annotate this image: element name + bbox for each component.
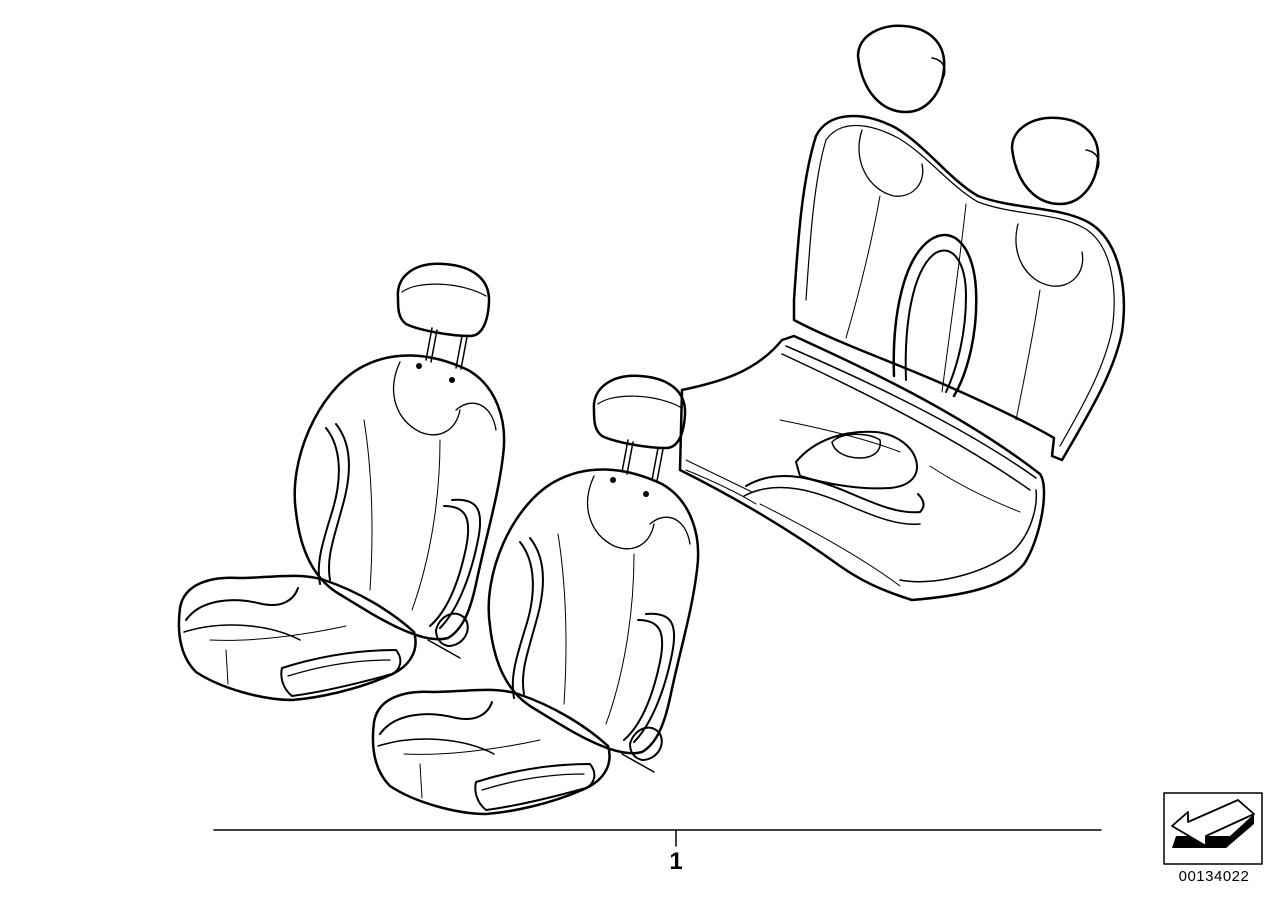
front-seat-left-backrest [293, 354, 506, 659]
front-seat-left-headrest [396, 262, 491, 370]
front-seat-left-cushion [177, 574, 417, 702]
front-seat-right [371, 374, 700, 816]
rear-headrest-left [856, 24, 946, 114]
callout-number: 1 [669, 848, 683, 875]
diagram-id: 00134022 [1178, 868, 1250, 885]
front-seat-right-cushion [371, 688, 611, 816]
front-seat-right-backrest [487, 468, 700, 773]
front-seat-right-headrest [592, 374, 687, 482]
callout-bracket [213, 829, 1102, 847]
rear-headrest-right [1010, 116, 1100, 206]
rear-backrest [792, 114, 1126, 462]
front-seat-left [177, 262, 506, 702]
rear-bench-seat [678, 24, 1126, 602]
arrow-direction-icon [1163, 792, 1263, 865]
rear-seat-cushion [678, 334, 1046, 602]
